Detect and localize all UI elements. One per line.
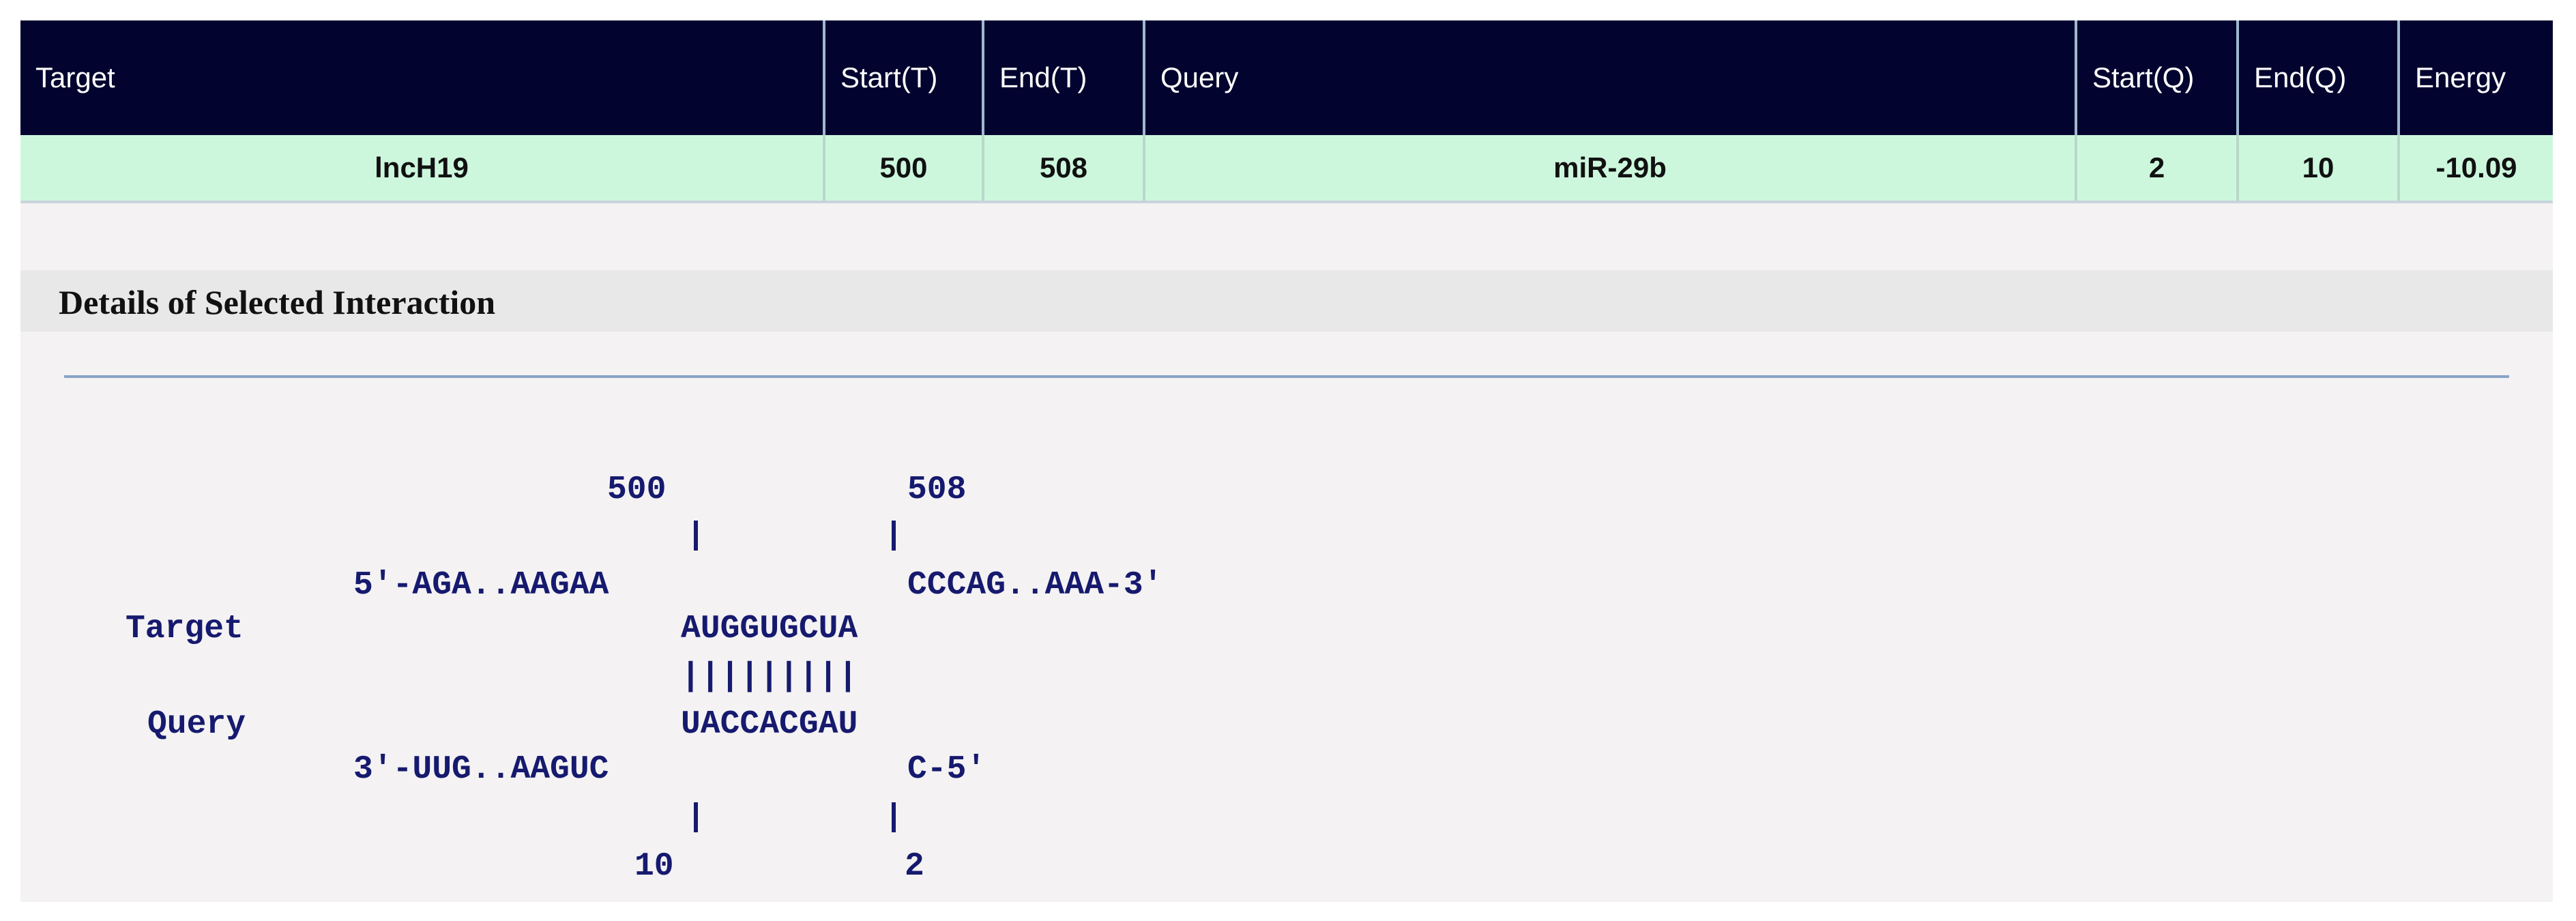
cell-target: lncH19 xyxy=(20,135,825,203)
page-panel: Target Start(T) End(T) Query Start(Q) En… xyxy=(20,20,2553,902)
query-left-flank: 3'-UUG..AAGUC xyxy=(353,751,609,788)
query-end-position: 2 xyxy=(905,848,924,885)
details-section-header: Details of Selected Interaction xyxy=(20,270,2553,332)
table-row[interactable]: lncH19 500 508 miR-29b 2 10 -10.09 xyxy=(20,135,2553,203)
column-header-start-q[interactable]: Start(Q) xyxy=(2076,20,2239,135)
target-end-position: 508 xyxy=(907,471,967,508)
target-left-flank: 5'-AGA..AAGAA xyxy=(353,567,609,604)
divider xyxy=(64,375,2509,378)
column-header-end-q[interactable]: End(Q) xyxy=(2238,20,2400,135)
column-header-target[interactable]: Target xyxy=(20,20,825,135)
cell-start-t: 500 xyxy=(824,135,984,203)
table-header-row: Target Start(T) End(T) Query Start(Q) En… xyxy=(20,20,2553,135)
column-header-end-t[interactable]: End(T) xyxy=(983,20,1145,135)
query-right-flank: C-5' xyxy=(907,751,986,788)
target-paired-sequence: AUGGUGCUA xyxy=(681,611,858,647)
cell-end-t: 508 xyxy=(983,135,1145,203)
query-paired-sequence: UACCACGAU xyxy=(681,706,858,743)
cell-start-q: 2 xyxy=(2076,135,2239,203)
target-start-tick xyxy=(694,521,698,551)
query-label: Query xyxy=(147,706,246,743)
target-start-position: 500 xyxy=(607,471,667,508)
query-start-tick xyxy=(694,802,698,832)
column-header-energy[interactable]: Energy xyxy=(2399,20,2553,135)
cell-query: miR-29b xyxy=(1144,135,2077,203)
query-start-position: 10 xyxy=(634,848,674,885)
target-end-tick xyxy=(892,521,896,551)
base-pair-bonds: ||||||||| xyxy=(681,658,858,695)
column-header-start-t[interactable]: Start(T) xyxy=(824,20,984,135)
target-right-flank: CCCAG..AAA-3' xyxy=(907,567,1163,604)
details-title: Details of Selected Interaction xyxy=(59,283,496,321)
target-label: Target xyxy=(126,611,244,647)
column-header-query[interactable]: Query xyxy=(1144,20,2077,135)
cell-energy: -10.09 xyxy=(2399,135,2553,203)
cell-end-q: 10 xyxy=(2238,135,2400,203)
query-end-tick xyxy=(892,802,896,832)
interaction-table: Target Start(T) End(T) Query Start(Q) En… xyxy=(20,20,2553,203)
